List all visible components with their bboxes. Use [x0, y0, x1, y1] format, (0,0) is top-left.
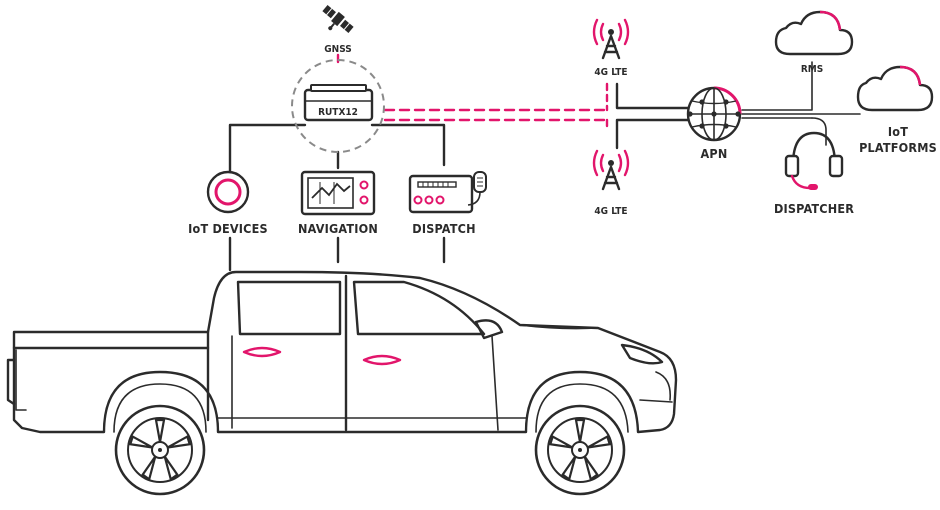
navigation-label: NAVIGATION [298, 221, 378, 236]
apn-to-services [741, 61, 861, 146]
cell-tower-icon-top [592, 18, 630, 60]
gnss-label: GNSS [324, 44, 351, 55]
front-wheel [534, 404, 626, 496]
cell-tower-icon-bottom [592, 149, 630, 191]
rms-label: RMS [801, 64, 823, 75]
navigation-icon [300, 170, 376, 216]
rear-wheel [114, 404, 206, 496]
iot-link [228, 123, 307, 174]
apn-label: APN [701, 146, 728, 161]
pickup-truck-icon [6, 270, 678, 434]
iot-platforms-label-line2: PLATFORMS [859, 140, 937, 155]
iot-device-icon [206, 170, 250, 214]
dispatch-label: DISPATCH [412, 221, 475, 236]
router-label: RUTX12 [318, 107, 358, 118]
iot-platforms-label-line1: IoT [888, 124, 908, 139]
connection-lines [228, 53, 861, 272]
router-node: RUTX12 [291, 59, 385, 153]
lte-top-label: 4G LTE [594, 67, 627, 78]
lte-dashed-links [383, 82, 609, 132]
lte-bottom-to-apn [615, 118, 692, 150]
cloud-icon-rms [774, 10, 854, 56]
router-dashed-circle [291, 59, 385, 153]
cloud-icon-iot-platforms [856, 65, 934, 112]
iot-devices-label: IoT DEVICES [188, 221, 268, 236]
radio-icon [408, 171, 487, 214]
lte-top-to-apn [615, 82, 692, 110]
globe-icon [686, 86, 742, 142]
headset-icon [784, 131, 844, 190]
dispatch-link [370, 123, 446, 167]
satellite-icon [322, 5, 354, 33]
lte-bottom-label: 4G LTE [594, 206, 627, 217]
router-icon [303, 84, 374, 122]
dispatcher-label: DISPATCHER [774, 201, 854, 216]
